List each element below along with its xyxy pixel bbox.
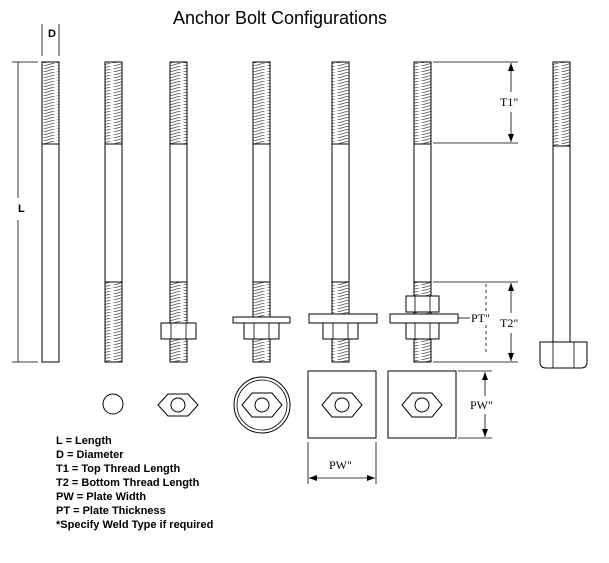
bolt-plain-rod: [41, 61, 60, 363]
plate-thickness-label: PT": [471, 311, 490, 325]
hex-head-bolt: [539, 61, 588, 369]
plate-width-vertical-label: PW": [470, 398, 493, 412]
legend: L = Length D = Diameter T1 = Top Thread …: [56, 434, 213, 532]
plate-end-view: [307, 370, 377, 439]
legend-item: PT = Plate Thickness: [56, 505, 166, 517]
legend-item: L = Length: [56, 435, 112, 447]
length-dimension: [12, 61, 38, 363]
legend-item: PW = Plate Width: [56, 491, 147, 503]
length-label: L: [18, 203, 25, 215]
plate-width-horizontal-label: PW": [329, 458, 352, 472]
bottom-thread-dimension: [433, 281, 518, 363]
top-thread-dimension: [433, 61, 518, 144]
diagram-title: Anchor Bolt Configurations: [172, 8, 388, 28]
diameter-label: D: [48, 28, 56, 40]
legend-item: *Specify Weld Type if required: [56, 519, 214, 531]
plate-width-horizontal-dimension: [307, 442, 377, 484]
bolt-with-nut: [160, 61, 197, 363]
bolt-with-plate: [308, 61, 378, 363]
rod-end-view: [102, 393, 124, 415]
bolt-with-washer: [232, 61, 291, 363]
top-thread-label: T1": [500, 95, 519, 109]
washer-end-view: [233, 376, 291, 434]
plate-width-vertical-dimension: [458, 370, 492, 439]
bolt-double-nut-plate: [389, 61, 459, 363]
legend-item: T1 = Top Thread Length: [56, 463, 181, 475]
legend-item: D = Diameter: [56, 449, 124, 461]
legend-item: T2 = Bottom Thread Length: [56, 477, 200, 489]
bottom-thread-label: T2": [500, 316, 519, 330]
plate-end-view-2: [387, 370, 457, 439]
bolt-double-thread: [104, 61, 123, 363]
plate-thickness-dimension: [458, 284, 487, 355]
diameter-dimension: [41, 24, 60, 56]
hex-nut-end-view: [157, 393, 199, 417]
